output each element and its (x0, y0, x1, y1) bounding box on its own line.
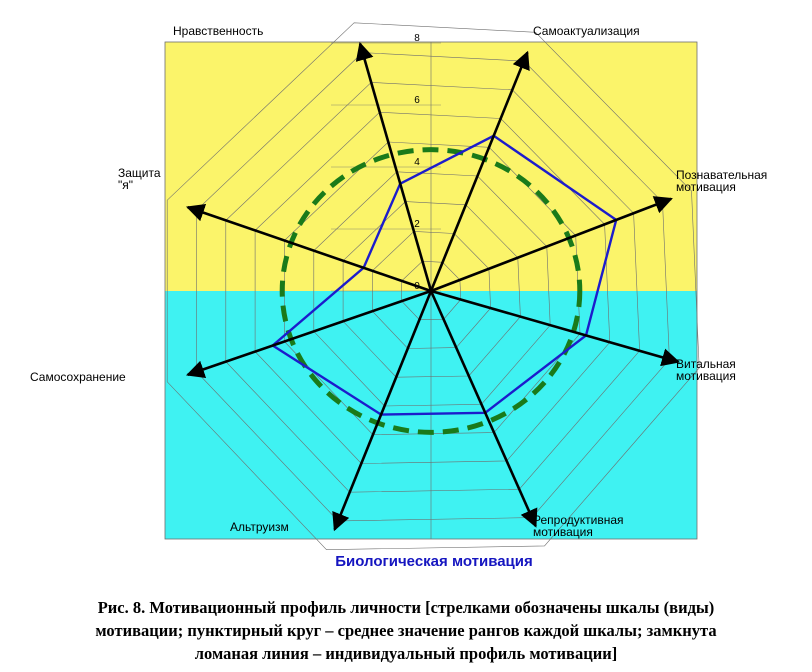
axis-arrow-6 (332, 290, 433, 532)
figure-caption: Рис. 8. Мотивационный профиль личности [… (0, 596, 812, 665)
axis-arrow-7 (185, 289, 432, 379)
biological-motivation-title: Биологическая мотивация (335, 553, 533, 570)
caption-line-2: мотивации; пунктирный круг – среднее зна… (95, 621, 717, 640)
axis-label-8: Защита"я" (118, 166, 161, 192)
radial-tick-4: 4 (414, 157, 420, 168)
caption-line-3: ломаная линия – индивидуальный профиль м… (194, 644, 618, 663)
radial-tick-8: 8 (414, 33, 420, 44)
axis-label-1: Нравственность (173, 24, 263, 38)
radial-tick-2: 2 (414, 219, 420, 230)
axis-arrows (185, 41, 681, 532)
axis-label-6: Альтруизм (230, 520, 289, 534)
axis-arrow-5 (429, 290, 538, 528)
axis-labels: Нравственность СамоактуализацияПознавател… (30, 24, 767, 539)
grid-ring-9 (166, 22, 700, 551)
mean-layer (279, 147, 583, 435)
motivation-radar-chart: 02468 НравственностьСамоактуализацияПозн… (30, 22, 767, 570)
axis-label-2: Самоактуализация (533, 24, 640, 38)
axis-arrow-4 (430, 289, 681, 367)
radial-tick-6: 6 (414, 95, 420, 106)
caption-line-1: Рис. 8. Мотивационный профиль личности [… (97, 598, 715, 617)
axis-arrow-8 (185, 203, 432, 293)
mean-rank-circle (279, 147, 583, 435)
axis-arrow-1 (355, 41, 433, 292)
axis-arrow-3 (430, 196, 673, 293)
axis-arrow-2 (429, 50, 530, 292)
axis-label-7: Самосохранение (30, 370, 126, 384)
